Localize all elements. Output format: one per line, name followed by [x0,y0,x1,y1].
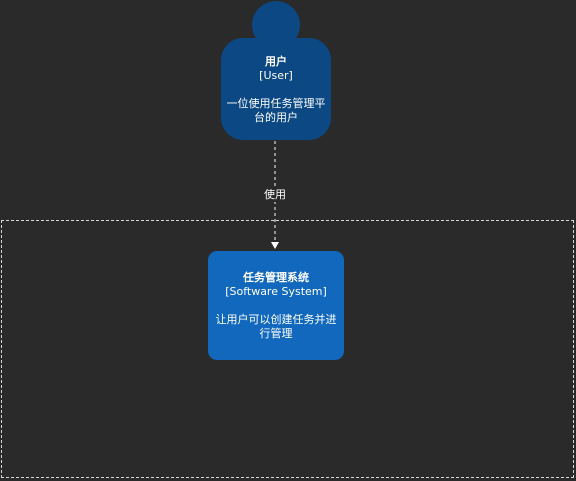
system-boundary [1,220,574,478]
user-type: [User] [259,69,293,82]
user-person-node[interactable]: 用户 [User] 一位使用任务管理平台的用户 [221,38,331,140]
user-name: 用户 [265,55,287,68]
uses-relationship-arrowhead [271,242,279,249]
task-system-node[interactable]: 任务管理系统 [Software System] 让用户可以创建任务并进行管理 [208,251,344,360]
user-description: 一位使用任务管理平台的用户 [226,97,326,124]
system-name: 任务管理系统 [243,271,309,284]
system-type: [Software System] [225,285,327,298]
uses-relationship-label: 使用 [258,188,292,202]
system-description: 让用户可以创建任务并进行管理 [215,313,337,340]
